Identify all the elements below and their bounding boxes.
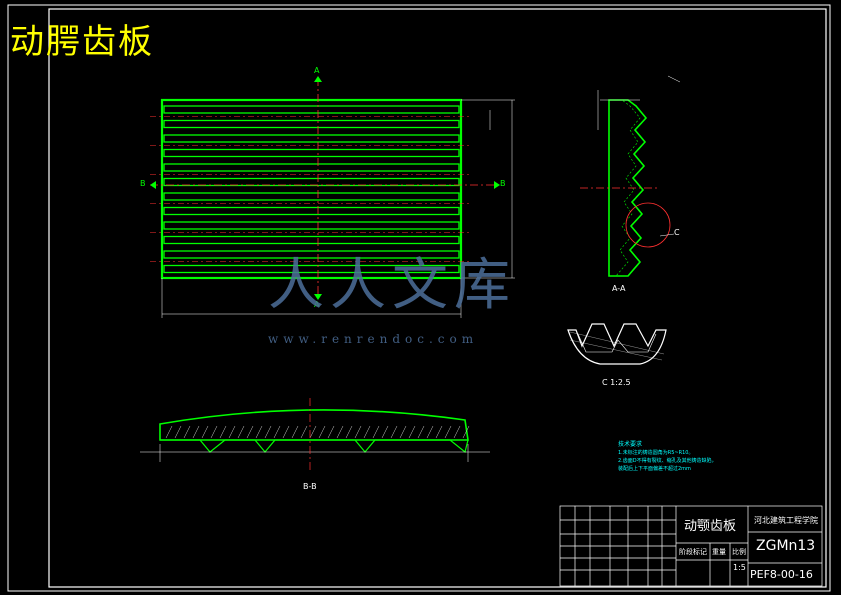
hatch-line bbox=[381, 425, 389, 439]
hatch-line bbox=[246, 425, 254, 439]
tooth-ridge bbox=[163, 119, 460, 129]
tooth-ridge bbox=[163, 148, 460, 158]
detail-mark-c: C bbox=[674, 228, 680, 237]
hatch-line bbox=[435, 425, 443, 439]
hatch-line bbox=[390, 425, 398, 439]
hatch-line bbox=[426, 425, 434, 439]
section-aa-label: A-A bbox=[612, 284, 626, 293]
scale-label: 比例 bbox=[732, 548, 746, 556]
section-bb-label: B-B bbox=[303, 482, 317, 491]
hatch-line bbox=[417, 425, 425, 439]
tooth-ridge bbox=[163, 264, 460, 274]
notes-line-2: 2.齿面D不得有裂纹、缩孔及其他铸造缺陷， bbox=[618, 458, 717, 464]
hatch-line bbox=[264, 425, 272, 439]
title-block bbox=[559, 505, 823, 587]
hatch-line bbox=[354, 425, 362, 439]
school-name: 河北建筑工程学院 bbox=[754, 516, 818, 525]
inner-border bbox=[48, 8, 827, 588]
tooth-ridge bbox=[163, 163, 460, 172]
hatch-line bbox=[408, 425, 416, 439]
hatch-line bbox=[273, 425, 281, 439]
hatch-line bbox=[282, 425, 290, 439]
hatch-line bbox=[174, 425, 182, 439]
hatch-line bbox=[363, 425, 371, 439]
tooth-ridge bbox=[163, 105, 460, 114]
watermark-brand: 人人文库 bbox=[268, 253, 516, 318]
hatch-line bbox=[453, 425, 461, 439]
hatch-line bbox=[462, 425, 470, 439]
hatch-line bbox=[399, 425, 407, 439]
front-view bbox=[150, 76, 515, 318]
hatch-line bbox=[327, 425, 335, 439]
hatch-line bbox=[309, 425, 317, 439]
tooth-ridge bbox=[163, 192, 460, 201]
hatch-line bbox=[444, 425, 452, 439]
hatch-line bbox=[201, 425, 209, 439]
material: ZGMn13 bbox=[756, 538, 816, 554]
drawing-number: PEF8-00-16 bbox=[750, 568, 813, 581]
part-name: 动颚齿板 bbox=[684, 519, 737, 534]
tooth-ridge bbox=[163, 250, 460, 259]
section-bb-view bbox=[140, 398, 490, 470]
outer-border bbox=[7, 4, 831, 592]
technical-notes: 技术要求 1.未标注的铸造圆角为R5~R10。 2.齿面D不得有裂纹、缩孔及其他… bbox=[618, 441, 758, 473]
hatch-line bbox=[165, 425, 173, 439]
notes-line-3: 装配后上下平面偏差不超过2mm bbox=[618, 466, 691, 472]
detail-c-view bbox=[567, 323, 667, 365]
tooth-ridge bbox=[163, 206, 460, 216]
hatch-line bbox=[192, 425, 200, 439]
hatch-line bbox=[300, 425, 308, 439]
section-mark-b-left: B bbox=[140, 179, 146, 188]
hatch-line bbox=[345, 425, 353, 439]
notes-heading: 技术要求 bbox=[618, 441, 643, 448]
scale-value: 1:5 bbox=[733, 563, 746, 572]
hatch-line bbox=[228, 425, 236, 439]
hatch-line bbox=[318, 425, 326, 439]
hatch-line bbox=[372, 425, 380, 439]
hatch-line bbox=[210, 425, 218, 439]
section-mark-a-top: A bbox=[314, 66, 320, 75]
hatch-line bbox=[336, 425, 344, 439]
tooth-ridge bbox=[163, 221, 460, 230]
watermark-url: www.renrendoc.com bbox=[268, 332, 479, 346]
hatch-line bbox=[237, 425, 245, 439]
detail-c-label: C 1:2.5 bbox=[602, 378, 631, 387]
weight-label: 重量 bbox=[712, 548, 726, 556]
drawing-title: 动腭齿板 bbox=[10, 22, 154, 62]
tooth-ridge bbox=[163, 177, 460, 187]
stage-label: 阶段标记 bbox=[679, 548, 707, 556]
hatch-line bbox=[291, 425, 299, 439]
tooth-ridge bbox=[163, 235, 460, 245]
section-mark-b-right: B bbox=[500, 179, 506, 188]
tooth-ridge bbox=[163, 134, 460, 143]
hatch-line bbox=[255, 425, 263, 439]
hatch-line bbox=[183, 425, 191, 439]
hatch-line bbox=[219, 425, 227, 439]
section-aa-view bbox=[580, 75, 681, 277]
section-mark-a-bottom: A bbox=[314, 300, 320, 309]
notes-line-1: 1.未标注的铸造圆角为R5~R10。 bbox=[618, 450, 694, 456]
